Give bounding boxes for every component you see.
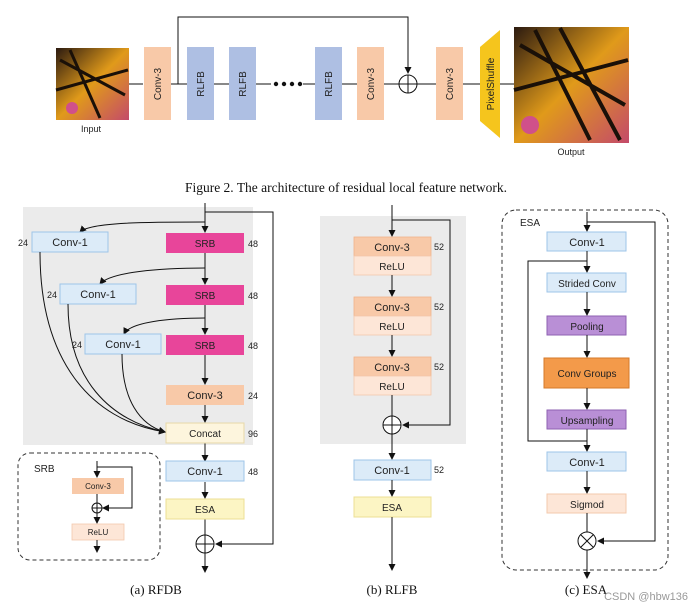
rfdb-srb-1-num: 48 <box>248 239 258 249</box>
rlfb-num-3: 52 <box>434 362 444 372</box>
rlfb-relu-3-label: ReLU <box>379 382 405 393</box>
rfdb-conv1-2 <box>59 283 137 305</box>
rfdb-conv3-num: 24 <box>248 391 258 401</box>
rlfb-conv3-1-label: Conv-3 <box>374 242 409 254</box>
top-conv3-second <box>357 47 384 120</box>
esa-caption: (c) ESA <box>564 582 608 597</box>
rlfb-add-icon <box>382 415 402 435</box>
top-conv3-third-label: Conv-3 <box>445 67 456 100</box>
top-rlfb-3 <box>315 47 342 120</box>
rlfb-relu-1-label: ReLU <box>379 262 405 273</box>
rfdb-conv1-1-num: 24 <box>18 238 28 248</box>
srb-inset: SRB Conv-3 ReLU <box>17 452 161 561</box>
rfdb-panel: Conv-1 24 Conv-1 24 Conv-1 24 SRB 48 SRB… <box>17 203 274 573</box>
esa-pooling-label: Pooling <box>570 322 603 333</box>
esa-conv-groups-label: Conv Groups <box>558 369 617 380</box>
rfdb-conv1-2-num: 24 <box>47 290 57 300</box>
input-label: Input <box>81 124 102 134</box>
rlfb-panel: Conv-3 ReLU 52 Conv-3 ReLU 52 Conv-3 ReL… <box>320 205 466 571</box>
rfdb-add-icon <box>195 534 215 554</box>
top-rlfb-1-label: RLFB <box>196 71 207 97</box>
rfdb-srb-3 <box>166 335 244 355</box>
rfdb-srb-2 <box>166 285 244 305</box>
esa-sigmod-label: Sigmod <box>570 500 604 511</box>
watermark: CSDN @hbw136 <box>604 591 688 603</box>
rlfb-num-1: 52 <box>434 242 444 252</box>
srb-inset-conv3-label: Conv-3 <box>85 482 111 491</box>
output-label: Output <box>557 147 585 157</box>
rfdb-srb-3-label: SRB <box>195 341 216 352</box>
input-image <box>55 48 129 120</box>
top-rlfb-1 <box>187 47 214 120</box>
top-conv3-third <box>436 47 463 120</box>
top-rlfb-3-label: RLFB <box>324 71 335 97</box>
rlfb-conv3-2-label: Conv-3 <box>374 302 409 314</box>
output-image <box>513 27 629 143</box>
ellipsis-dots <box>273 81 303 87</box>
top-rlfb-2-label: RLFB <box>238 71 249 97</box>
srb-inset-title: SRB <box>34 464 55 475</box>
figure-caption: Figure 2. The architecture of residual l… <box>184 180 508 195</box>
esa-conv-groups <box>543 357 630 389</box>
rfdb-srb-3-num: 48 <box>248 341 258 351</box>
top-pixelshuffle-label: PixelShuffle <box>486 57 497 110</box>
rlfb-conv1-num: 52 <box>434 465 444 475</box>
top-conv3-first <box>144 47 171 120</box>
srb-inset-add-icon <box>91 502 103 514</box>
top-add-icon <box>398 74 418 94</box>
rfdb-conv3 <box>166 385 244 405</box>
srb-inset-relu-label: ReLU <box>88 528 109 537</box>
esa-panel: ESA Conv-1 Strided Conv Pooling Conv Gro… <box>501 209 669 579</box>
srb-inset-conv3 <box>72 478 124 494</box>
esa-multiply-icon <box>577 531 597 551</box>
rlfb-stage-1: Conv-3 ReLU 52 <box>353 236 444 276</box>
rfdb-conv1-out-num: 48 <box>248 467 258 477</box>
rfdb-concat-label: Concat <box>189 429 221 440</box>
rfdb-conv1-1 <box>31 231 109 253</box>
rlfb-stage-2: Conv-3 ReLU 52 <box>353 296 444 336</box>
srb-inset-relu <box>71 523 125 541</box>
rlfb-conv1-label: Conv-1 <box>374 465 409 477</box>
rfdb-conv1-1-label: Conv-1 <box>52 237 87 249</box>
esa-conv1-top-label: Conv-1 <box>569 237 604 249</box>
rfdb-srb-2-label: SRB <box>195 291 216 302</box>
esa-strided-conv-label: Strided Conv <box>558 279 616 290</box>
rfdb-conv1-out-label: Conv-1 <box>187 466 222 478</box>
rfdb-srb-1-label: SRB <box>195 239 216 250</box>
rlfb-num-2: 52 <box>434 302 444 312</box>
rfdb-conv1-out <box>165 460 245 482</box>
esa-upsampling-label: Upsampling <box>561 416 614 427</box>
rfdb-srb-1 <box>166 233 244 253</box>
top-pixelshuffle <box>480 30 500 138</box>
rfdb-caption: (a) RFDB <box>130 582 182 597</box>
rlfb-relu-2-label: ReLU <box>379 322 405 333</box>
rlfb-stage-3: Conv-3 ReLU 52 <box>353 356 444 396</box>
rfdb-conv1-3 <box>84 333 162 355</box>
top-conv3-first-label: Conv-3 <box>153 67 164 100</box>
top-conv3-second-label: Conv-3 <box>366 67 377 100</box>
rfdb-esa <box>165 498 245 520</box>
esa-conv1-bottom-label: Conv-1 <box>569 457 604 469</box>
rlfb-conv3-3-label: Conv-3 <box>374 362 409 374</box>
rfdb-concat-num: 96 <box>248 429 258 439</box>
esa-title: ESA <box>520 218 540 229</box>
rlfb-esa-label: ESA <box>382 503 402 514</box>
rfdb-conv3-label: Conv-3 <box>187 390 222 402</box>
top-pipeline: Input Conv-3 RLFB RLFB RLFB Conv-3 <box>55 16 629 157</box>
rlfb-caption: (b) RLFB <box>366 582 418 597</box>
rfdb-concat <box>165 422 245 444</box>
rfdb-esa-label: ESA <box>195 505 215 516</box>
rfdb-conv1-2-label: Conv-1 <box>80 289 115 301</box>
top-rlfb-2 <box>229 47 256 120</box>
rfdb-conv1-3-label: Conv-1 <box>105 339 140 351</box>
rfdb-srb-2-num: 48 <box>248 291 258 301</box>
rfdb-conv1-3-num: 24 <box>72 340 82 350</box>
